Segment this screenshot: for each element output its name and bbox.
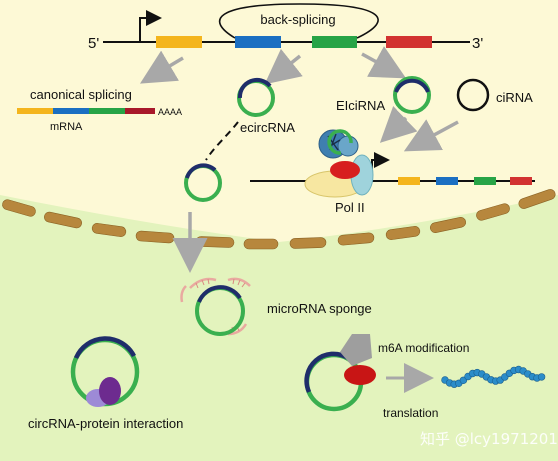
ecircrna-label: ecircRNA [240,120,295,135]
arrow-elcirna-to-pol2 [379,106,418,143]
microrna-sponge-label: microRNA sponge [267,301,372,316]
arrow-to-ecircrna [264,48,303,85]
exon-green [312,36,357,48]
arrow-cirna-to-pol2 [403,119,459,152]
peptide-bead [537,373,546,381]
pol2-label: Pol II [335,200,365,215]
mature-mrna [17,108,155,114]
cirna-label: ciRNA [496,90,533,105]
export-dashed-path [205,121,239,161]
protein-interaction-label: circRNA-protein interaction [28,416,183,431]
tss-arrow [139,10,162,42]
protein-purple [99,377,121,405]
cirna-ring [456,78,490,112]
host-gene-exons [398,177,532,185]
cytoplasm-background [0,195,558,461]
back-splicing-label: back-splicing [260,12,335,27]
canonical-splicing-label: canonical splicing [30,87,132,102]
exported-ecircrna-exon-part [185,163,217,179]
five-prime-label: 5' [88,35,99,52]
polya-tail-label: AAAA [158,107,182,117]
watermark: 知乎 @lcy19712018 [420,430,558,448]
pol2-red-subunit [330,161,360,179]
translation-circrna-exon-part [304,351,350,393]
peptide-chain [441,365,546,388]
mrna-label: mRNA [50,121,83,133]
m6a-label: m6A modification [378,341,469,355]
exon-blue [235,36,281,48]
elcirna-label: EIciRNA [336,98,385,113]
translation-label: translation [383,406,438,420]
sponge-circrna-exon-part [197,285,242,303]
exon-yellow [156,36,202,48]
three-prime-label: 3' [472,35,483,52]
arrow-to-elcirna [361,46,407,79]
ecircrna-ring-exon-part [237,77,272,99]
ribosome-gray [340,334,372,366]
protein-circrna-exon-part [73,336,137,359]
ribosome-red [344,365,376,385]
arrow-to-mrna [139,50,184,84]
elcirna-ring-exon-part [394,78,430,93]
elcirna-in-complex [327,129,353,155]
nuclear-envelope [2,189,556,250]
back-splicing-loop [218,3,379,39]
exon-red [386,36,432,48]
